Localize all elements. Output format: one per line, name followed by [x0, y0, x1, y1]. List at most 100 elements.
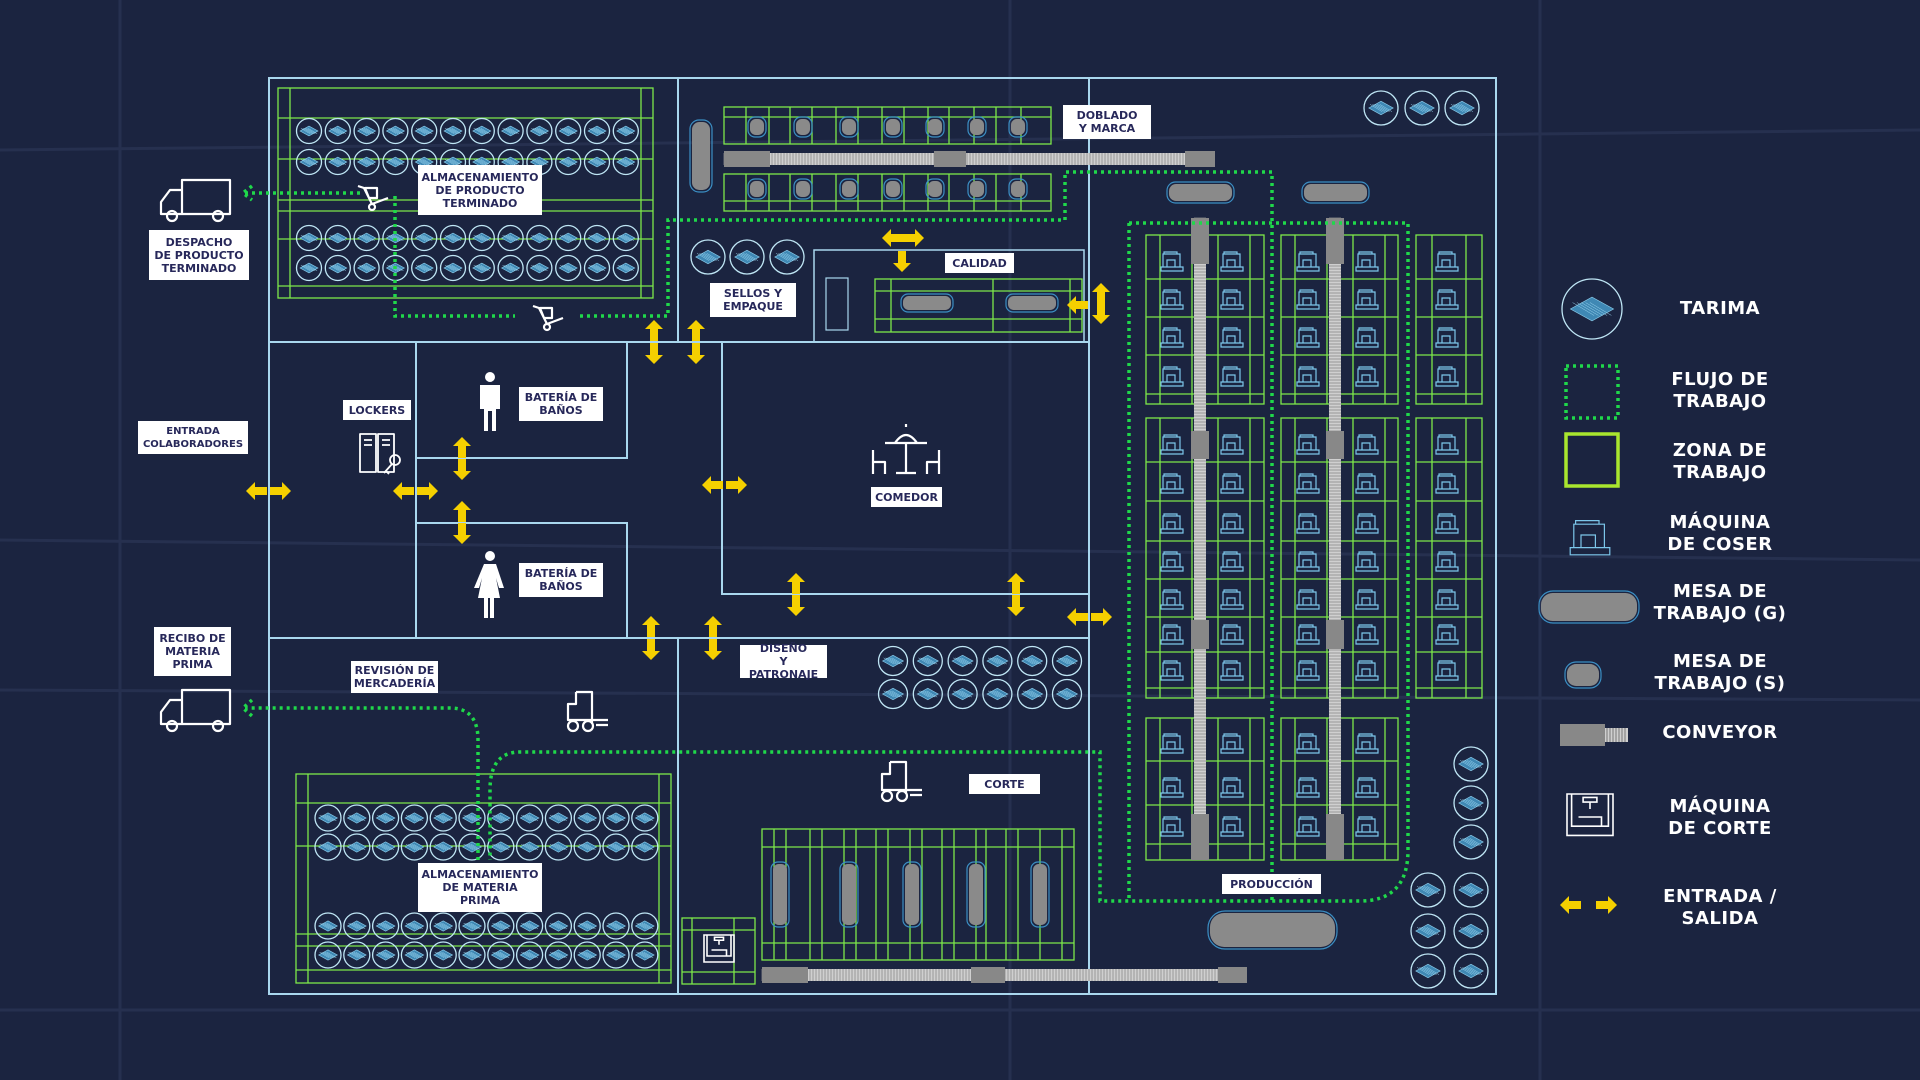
tarima-slat	[987, 690, 999, 698]
tarima-icon	[544, 804, 573, 832]
sewing-machine-icon	[1296, 660, 1320, 681]
tarima-slat	[557, 814, 567, 822]
tarima-slat	[778, 253, 791, 261]
tarima-slat	[595, 128, 606, 134]
legend-label-conveyor: CONVEYOR	[1662, 722, 1778, 743]
tarima-slat	[1065, 657, 1077, 665]
table-outline	[839, 116, 859, 138]
tarima-slat	[641, 951, 652, 959]
tarima-slat	[738, 253, 751, 261]
cutting-machine-icon	[703, 934, 735, 963]
blueprint-line	[0, 538, 1920, 562]
tarima-slat	[363, 128, 374, 134]
arrow-icon	[417, 482, 438, 500]
tarima-slat	[348, 814, 358, 822]
tarima-slat	[1453, 104, 1466, 112]
tarima-slat	[1024, 657, 1036, 665]
tarima-slat	[549, 843, 560, 851]
sewing-machine-icon	[1160, 777, 1184, 798]
tarima-slat	[565, 159, 575, 165]
tarima-slat	[392, 235, 402, 241]
tarima-circle	[583, 254, 611, 282]
legend-label-large-table: MESA DE TRABAJO (G)	[1653, 581, 1787, 624]
quality-area	[825, 277, 1083, 333]
table-top	[1541, 593, 1637, 621]
tarima-slat	[388, 159, 399, 165]
label-staff-entry: ENTRADA COLABORADORES	[138, 421, 248, 454]
sewing-machine-icon	[1220, 366, 1244, 387]
tarima-slat	[609, 922, 619, 930]
label-quality: CALIDAD	[945, 253, 1014, 273]
building-outline	[268, 77, 1497, 995]
tarima-circle	[371, 912, 400, 940]
tarima-slat	[617, 128, 627, 134]
tarima-slat	[961, 690, 973, 698]
tarima-icon	[573, 833, 601, 861]
tarima-slat	[1026, 690, 1038, 698]
tarima-slat	[1421, 967, 1435, 975]
tarima-slat	[333, 159, 343, 165]
tarima-slat	[624, 159, 635, 165]
sewing-machine-icon	[1296, 513, 1320, 534]
tarima-icon	[1453, 785, 1489, 821]
tarima-slat	[419, 235, 429, 241]
tarima-slat	[477, 128, 487, 134]
sewing-machine-outline	[1355, 366, 1379, 387]
legend-label-entry-exit: ENTRADA / SALIDA	[1663, 886, 1777, 929]
tarima-circle	[497, 117, 524, 145]
tarima-slat	[532, 128, 543, 134]
tarima-slat	[350, 951, 360, 959]
tarima-slat	[417, 265, 428, 271]
small-work-table	[1008, 178, 1028, 200]
sewing-machine-outline	[1160, 777, 1184, 798]
tarima-circle	[468, 254, 495, 282]
tarima-slat	[304, 159, 314, 165]
tarima-slat	[1065, 690, 1077, 698]
tarima-slat	[639, 951, 650, 959]
tarima-circle	[544, 912, 573, 940]
sewing-machine-outline	[1435, 551, 1459, 572]
tarima-slat	[526, 843, 537, 851]
sewing-machine-outline	[1355, 289, 1379, 310]
sewing-machine-outline	[1220, 251, 1244, 272]
tarima-circle	[526, 117, 553, 145]
sewing-machine-outline	[1220, 366, 1244, 387]
tarima-slat	[434, 922, 445, 930]
tarima-slat	[549, 951, 560, 959]
tarima-slat	[918, 690, 929, 698]
forklift-wheel	[895, 789, 909, 803]
tarima-slat	[1057, 690, 1069, 698]
tarima-slat	[639, 922, 650, 930]
tarima-slat	[438, 922, 449, 930]
tarima-icon	[429, 804, 457, 832]
tarima-slat	[609, 814, 619, 822]
tarima-slat	[922, 690, 934, 698]
tarima-slat	[891, 657, 903, 665]
tarima-slat	[409, 951, 420, 959]
tarima-circle	[631, 912, 659, 940]
tarima-slat	[1419, 886, 1432, 894]
tarima-icon	[314, 804, 342, 832]
tarima-slat	[641, 814, 652, 822]
tarima-slat	[387, 265, 397, 271]
small-work-table	[967, 116, 987, 138]
tarima-slat	[436, 922, 447, 930]
tarima-slat	[444, 265, 455, 271]
hand-truck-frame	[532, 304, 564, 326]
tarima-circle	[458, 912, 486, 940]
tarima-slat	[1028, 690, 1040, 698]
tarima-slat	[743, 253, 756, 261]
tarima-slat	[1413, 104, 1426, 112]
tarima-slat	[413, 843, 423, 851]
tarima-slat	[307, 128, 318, 134]
tarima-slat	[532, 265, 543, 271]
tarima-slat	[505, 235, 516, 241]
tarima-icon	[400, 941, 429, 969]
tarima-slat	[565, 235, 575, 241]
tarima-circle	[487, 833, 515, 861]
tarima-slat	[636, 951, 646, 959]
sewing-machine-icon	[1355, 551, 1379, 572]
tarima-circle	[602, 833, 630, 861]
work-zone-border	[723, 106, 1052, 145]
